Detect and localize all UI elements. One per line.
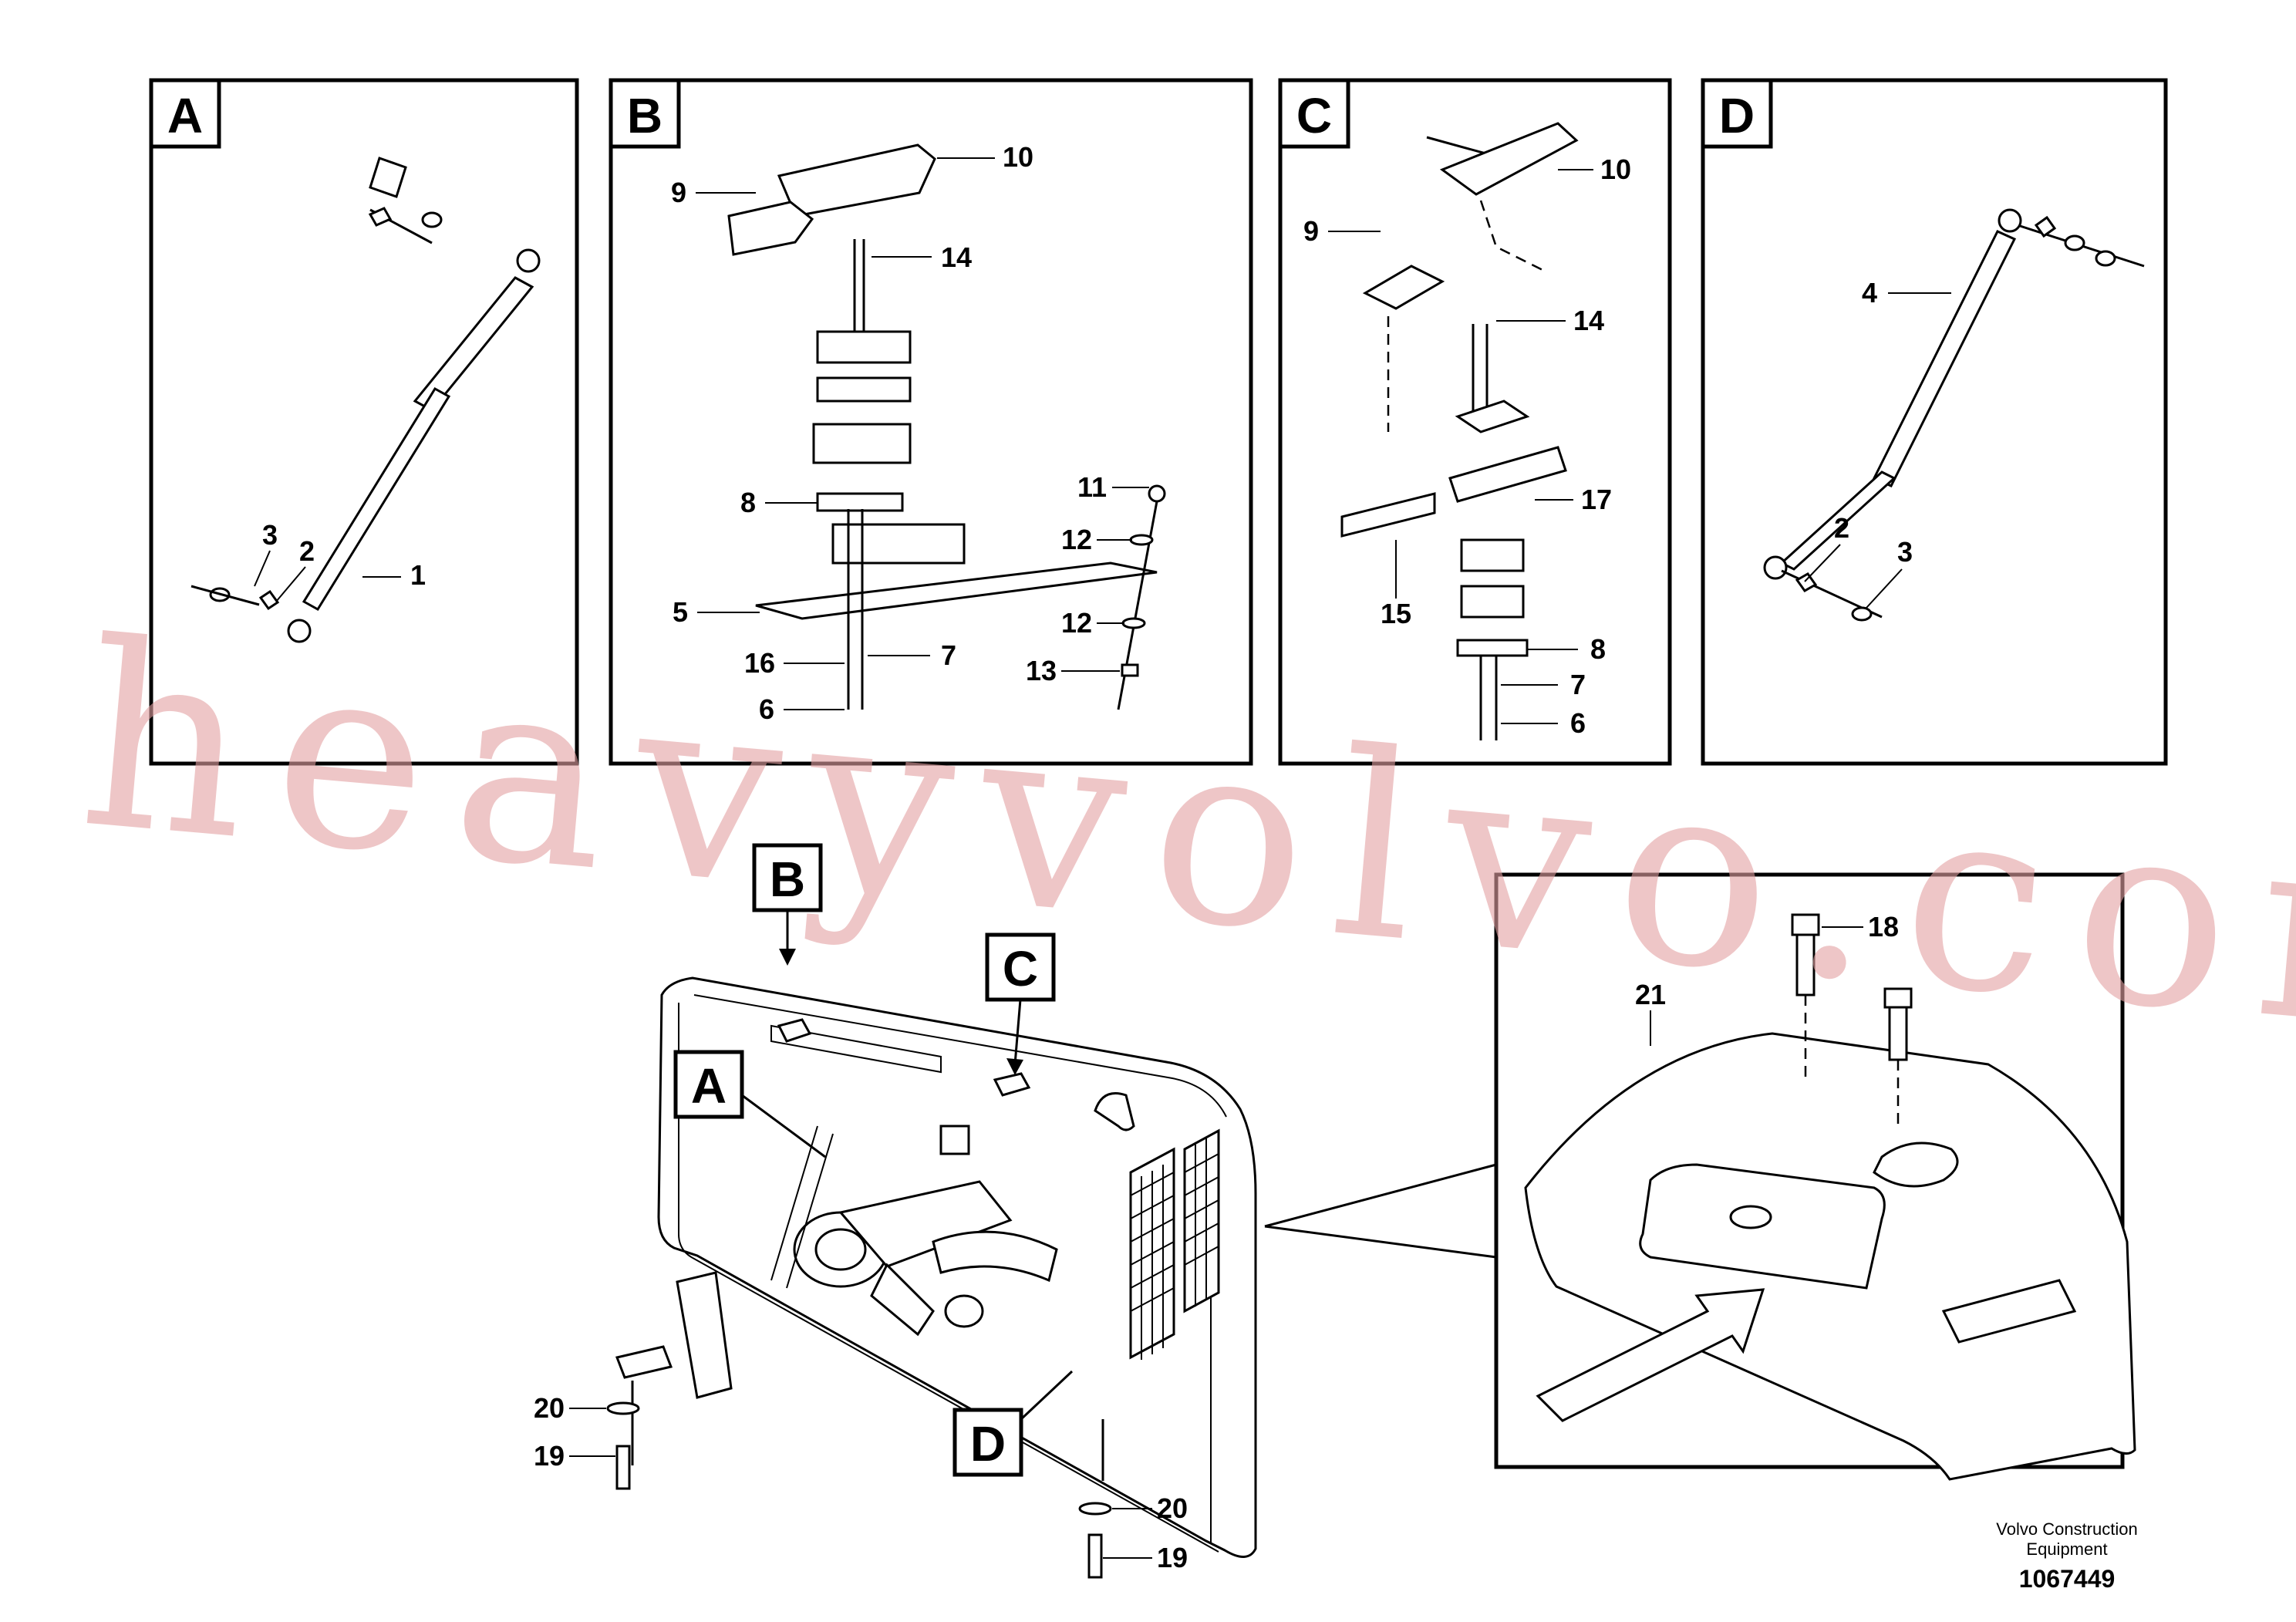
callout-c: C: [985, 932, 1056, 1075]
label-b-7: 7: [941, 639, 956, 671]
callout-a: A: [673, 1050, 826, 1158]
label-b-14: 14: [941, 241, 972, 273]
gas-strut-a: [190, 157, 541, 643]
hood-assembly: [615, 976, 1257, 1558]
labels-c: 10 9 14 17 15 8 7 6: [1303, 153, 1631, 739]
callout-d-letter: D: [970, 1416, 1006, 1472]
label-b-9: 9: [671, 177, 686, 208]
callout-b: B: [752, 843, 823, 966]
label-c-15: 15: [1381, 598, 1411, 629]
label-detail-21: 21: [1635, 979, 1666, 1010]
label-b-8: 8: [740, 487, 756, 518]
label-c-6: 6: [1570, 707, 1586, 739]
label-c-17: 17: [1581, 484, 1612, 515]
labels-main: 20 19 20 19: [534, 1392, 1188, 1579]
label-d-4: 4: [1862, 277, 1877, 309]
label-detail-18: 18: [1868, 911, 1899, 943]
label-b-12: 12: [1061, 607, 1092, 639]
callout-d: D: [952, 1370, 1074, 1477]
panel-a: A 3 2 1: [149, 78, 579, 766]
panel-d-letter: D: [1719, 88, 1755, 143]
label-main-20: 20: [1157, 1492, 1188, 1524]
panel-a-letter: A: [167, 88, 203, 143]
label-b-16: 16: [744, 647, 775, 679]
panel-c: C 10 9 14 17 15: [1278, 78, 1672, 766]
panel-c-letter: C: [1296, 88, 1332, 143]
labels-b: 10 9 14 8 5 16 6 7 11 12 12 13: [671, 141, 1149, 725]
panel-b: B 10 9 14 8: [609, 78, 1253, 766]
label-main-20: 20: [534, 1392, 565, 1424]
latch-assembly-c: [1340, 122, 1579, 740]
callout-b-letter: B: [770, 851, 805, 907]
company-line1: Volvo Construction: [1996, 1519, 2137, 1539]
detail-panel: 18 21: [1264, 872, 2136, 1481]
drawing-number: 1067449: [2019, 1565, 2116, 1593]
label-b-5: 5: [673, 596, 688, 628]
label-b-6: 6: [759, 693, 774, 725]
footer: Volvo Construction Equipment 1067449: [1996, 1519, 2137, 1593]
label-d-3: 3: [1897, 536, 1913, 568]
callout-a-letter: A: [691, 1058, 727, 1114]
panel-b-letter: B: [627, 88, 663, 143]
engine-parts: [770, 1018, 1058, 1337]
label-b-12: 12: [1061, 524, 1092, 555]
label-d-2: 2: [1834, 512, 1849, 544]
label-a-2: 2: [299, 535, 315, 567]
label-c-10: 10: [1600, 153, 1631, 185]
labels-detail: 18 21: [1635, 911, 1899, 1046]
labels-a: 3 2 1: [254, 519, 426, 602]
latch-assembly-b: [727, 143, 1166, 710]
label-b-11: 11: [1077, 471, 1107, 503]
label-c-7: 7: [1570, 669, 1586, 700]
gas-strut-d: [1763, 208, 2145, 622]
view-direction-arrow: [1536, 1288, 1765, 1422]
label-b-10: 10: [1003, 141, 1033, 173]
label-a-3: 3: [262, 519, 278, 551]
callout-c-letter: C: [1003, 941, 1038, 996]
label-main-19: 19: [1157, 1542, 1188, 1573]
label-c-14: 14: [1573, 305, 1604, 336]
label-b-13: 13: [1026, 655, 1057, 686]
hood-top-view: [1524, 913, 2136, 1481]
label-a-1: 1: [410, 559, 426, 591]
labels-d: 4 2 3: [1804, 277, 1951, 609]
label-main-19: 19: [534, 1440, 565, 1472]
grille-mesh: [1129, 1128, 1220, 1360]
label-c-8: 8: [1590, 633, 1606, 665]
company-line2: Equipment: [2026, 1539, 2107, 1559]
label-c-9: 9: [1303, 215, 1319, 247]
panel-d: D 4 2 3: [1701, 78, 2168, 766]
